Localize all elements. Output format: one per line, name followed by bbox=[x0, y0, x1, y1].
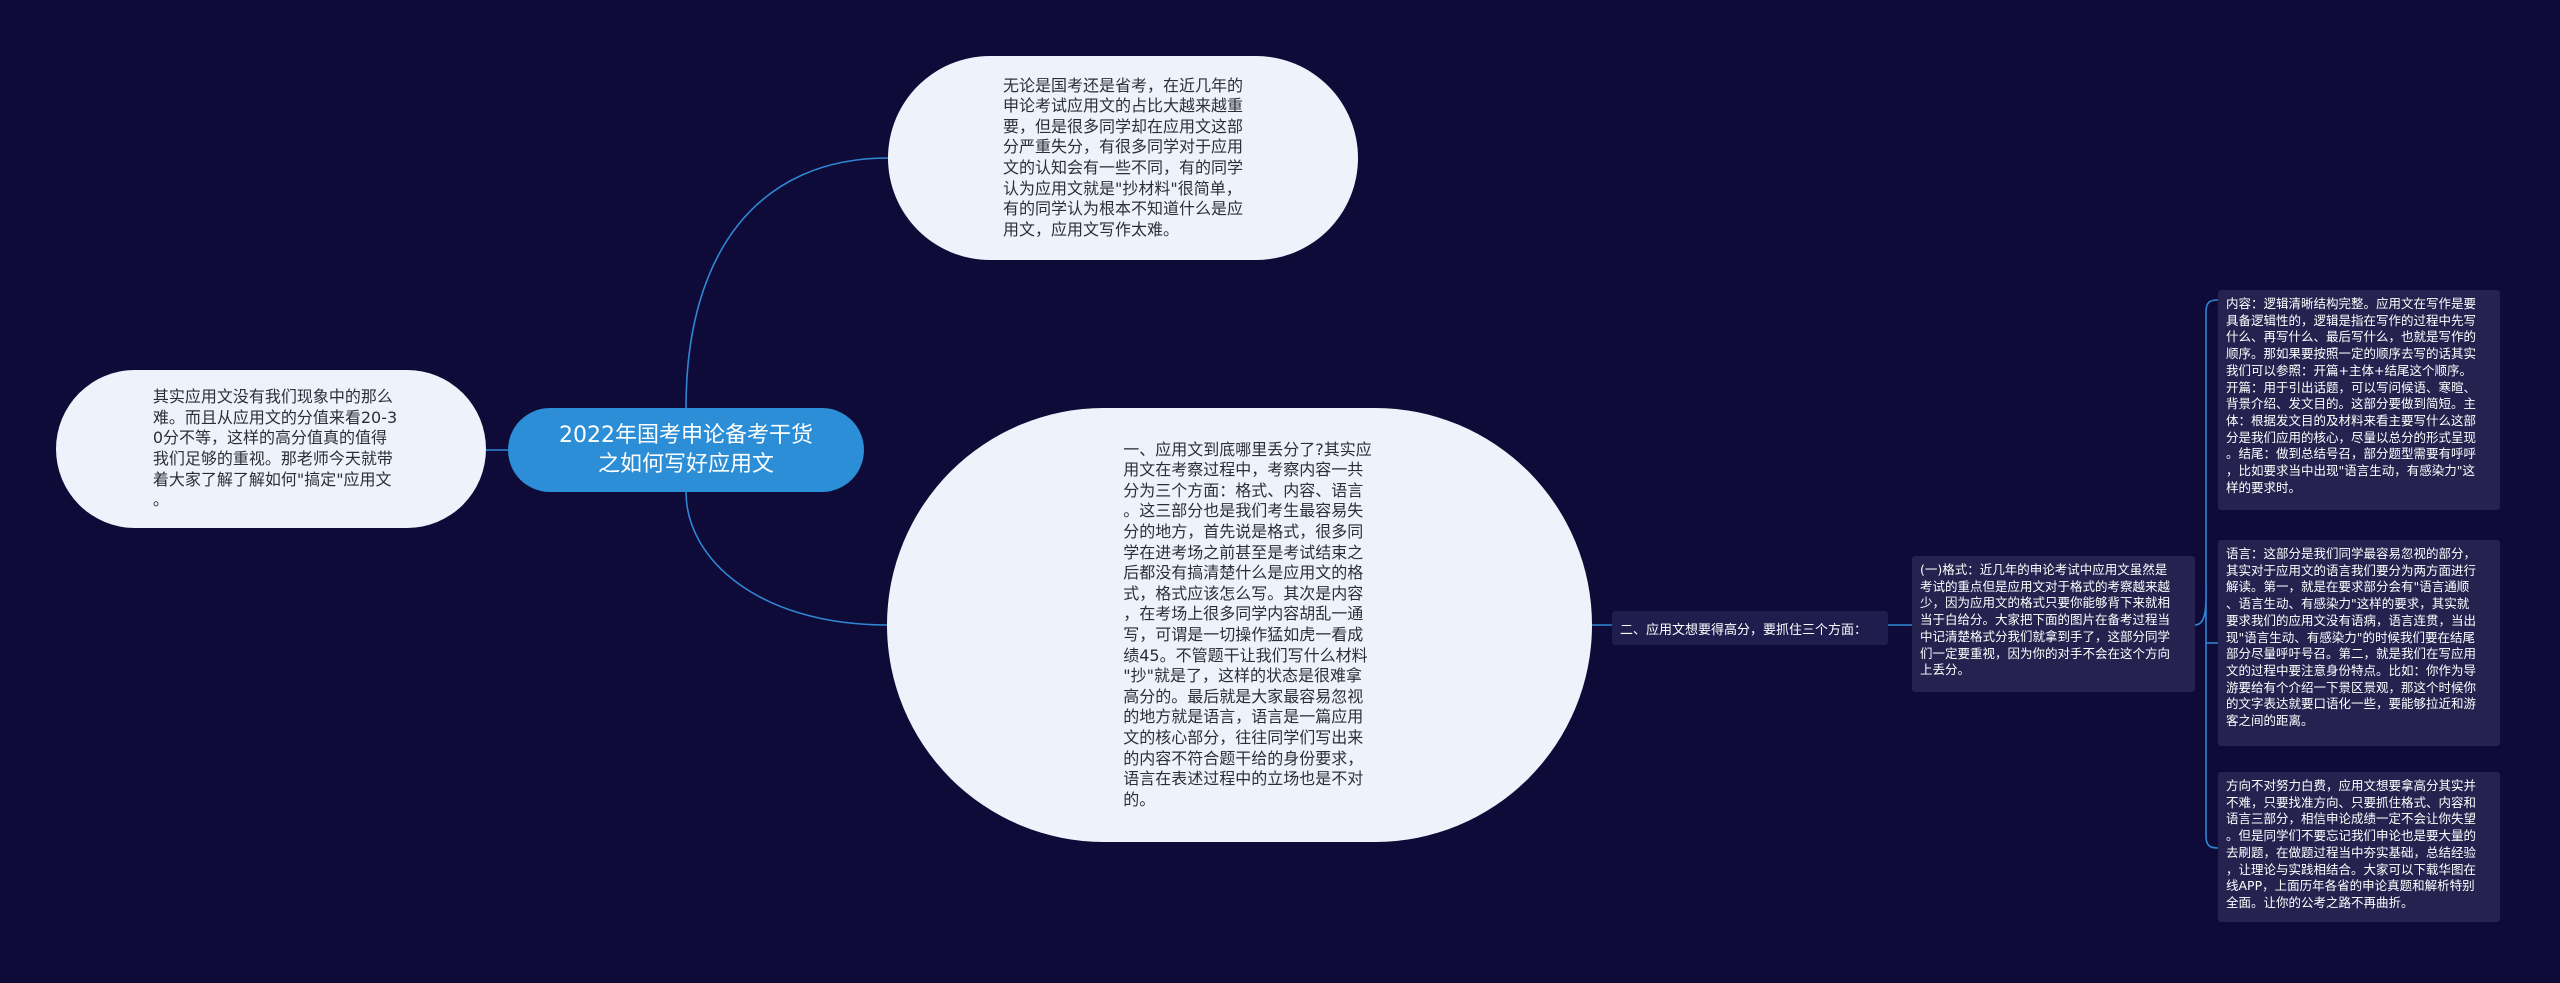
part-one-bubble[interactable]: 一、应用文到底哪里丢分了?其实应 用文在考察过程中，考察内容一共 分为三个方面：… bbox=[887, 408, 1592, 842]
overview-text: 其实应用文没有我们现象中的那么 难。而且从应用文的分值来看20-3 0分不等，这… bbox=[152, 387, 398, 510]
format-box[interactable]: (一)格式：近几年的申论考试中应用文虽然是 考试的重点但是应用文对于格式的考察越… bbox=[1912, 556, 2195, 692]
connector-root-mid bbox=[685, 491, 888, 626]
direction-box[interactable]: 方向不对努力白费，应用文想要拿高分其实并 不难，只要找准方向、只要抓住格式、内容… bbox=[2218, 772, 2500, 922]
part-one-text: 一、应用文到底哪里丢分了?其实应 用文在考察过程中，考察内容一共 分为三个方面：… bbox=[1123, 439, 1372, 809]
root-title: 2022年国考申论备考干货 之如何写好应用文 bbox=[559, 423, 813, 477]
content-text: 内容：逻辑清晰结构完整。应用文在写作是要 具备逻辑性的，逻辑是指在写作的过程中先… bbox=[2226, 296, 2477, 495]
root-topic[interactable]: 2022年国考申论备考干货 之如何写好应用文 bbox=[508, 408, 864, 492]
intro-bubble[interactable]: 无论是国考还是省考，在近几年的 申论考试应用文的占比大越来越重 要，但是很多同学… bbox=[888, 56, 1358, 260]
content-box[interactable]: 内容：逻辑清晰结构完整。应用文在写作是要 具备逻辑性的，逻辑是指在写作的过程中先… bbox=[2218, 290, 2500, 510]
intro-text: 无论是国考还是省考，在近几年的 申论考试应用文的占比大越来越重 要，但是很多同学… bbox=[1002, 75, 1243, 239]
connector-root-top bbox=[685, 157, 889, 409]
language-box[interactable]: 语言：这部分是我们同学最容易忽视的部分， 其实对于应用文的语言我们要分为两方面进… bbox=[2218, 540, 2500, 746]
overview-bubble[interactable]: 其实应用文没有我们现象中的那么 难。而且从应用文的分值来看20-3 0分不等，这… bbox=[56, 370, 486, 528]
direction-text: 方向不对努力白费，应用文想要拿高分其实并 不难，只要找准方向、只要抓住格式、内容… bbox=[2226, 778, 2477, 910]
connector-format-boxes bbox=[2194, 299, 2219, 849]
format-text: (一)格式：近几年的申论考试中应用文虽然是 考试的重点但是应用文对于格式的考察越… bbox=[1920, 562, 2171, 678]
part-two-text: 二、应用文想要得高分，要抓住三个方面： bbox=[1620, 622, 1868, 638]
language-text: 语言：这部分是我们同学最容易忽视的部分， 其实对于应用文的语言我们要分为两方面进… bbox=[2226, 546, 2477, 729]
part-two-label[interactable]: 二、应用文想要得高分，要抓住三个方面： bbox=[1612, 611, 1888, 645]
